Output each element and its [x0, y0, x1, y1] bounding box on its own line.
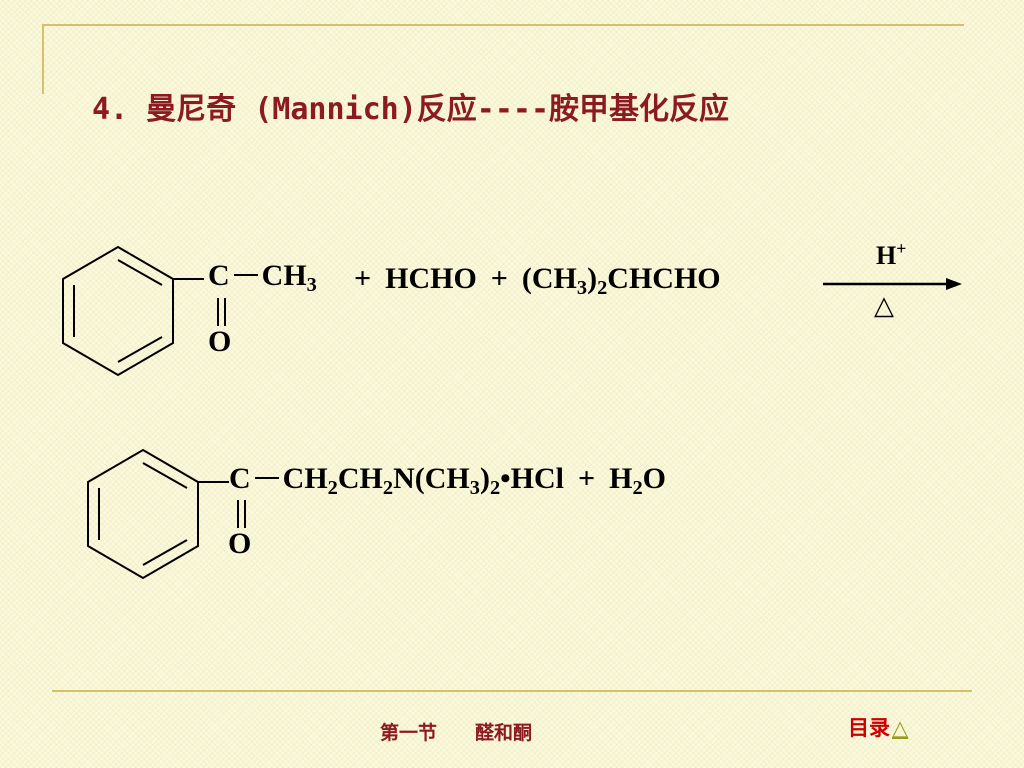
catalyst-h: H	[876, 241, 897, 270]
toc-triangle-icon[interactable]: △	[892, 716, 909, 740]
footer-section-title: 第一节 醛和酮	[380, 718, 532, 745]
reactant3-part2: )	[587, 262, 598, 295]
water-o: O	[642, 462, 666, 495]
product-sub1: 2	[327, 477, 338, 500]
product-sub4: 2	[489, 477, 501, 500]
slide-title: 4. 曼尼奇 (Mannich)反应----胺甲基化反应	[92, 92, 730, 127]
reactant3-sub1: 3	[576, 277, 588, 300]
heat-condition-icon: △	[874, 291, 894, 320]
product-part2: CH	[337, 462, 383, 495]
methyl-subscript: 3	[306, 274, 317, 297]
product-dot: •	[500, 462, 511, 495]
frame-top-line	[42, 24, 964, 26]
reactant3-part3: CHCHO	[607, 262, 721, 295]
topic-label: 醛和酮	[475, 722, 533, 744]
single-bond	[233, 274, 258, 277]
reactant-carbonyl-oxygen: O	[208, 325, 232, 358]
plus-sign: +	[354, 262, 372, 295]
water-subscript: 2	[632, 477, 643, 500]
product-carbonyl-carbon: C	[229, 462, 251, 495]
table-of-contents-link[interactable]: 目录△	[848, 712, 908, 742]
plus-sign: +	[578, 462, 596, 495]
product-hcl: HCl	[510, 462, 564, 495]
reaction-equation-rest: + HCHO + (CH3)2CHCHO	[340, 262, 721, 300]
product-part4: )	[479, 462, 490, 495]
product-carbonyl-oxygen: O	[228, 527, 252, 560]
reactant3-sub2: 2	[597, 277, 608, 300]
product-part1: CH	[282, 462, 328, 495]
chapter-label: 第一节	[380, 722, 438, 744]
methyl-ch: CH	[261, 259, 307, 292]
toc-label[interactable]: 目录	[848, 716, 890, 740]
product-part3: N(CH	[393, 462, 470, 495]
reactant-ketone-group: C CH3	[208, 259, 317, 297]
formaldehyde: HCHO	[385, 262, 477, 295]
product-sub3: 3	[469, 477, 480, 500]
footer-divider	[52, 690, 972, 692]
frame-left-line	[42, 24, 44, 94]
plus-sign: +	[490, 262, 508, 295]
product-sub2: 2	[382, 477, 394, 500]
reactant3-part1: (CH	[521, 262, 577, 295]
single-bond	[254, 477, 279, 480]
water-h: H	[609, 462, 633, 495]
catalyst-charge: +	[896, 238, 907, 259]
catalyst-label: H+	[876, 238, 907, 271]
carbonyl-carbon: C	[208, 259, 230, 292]
